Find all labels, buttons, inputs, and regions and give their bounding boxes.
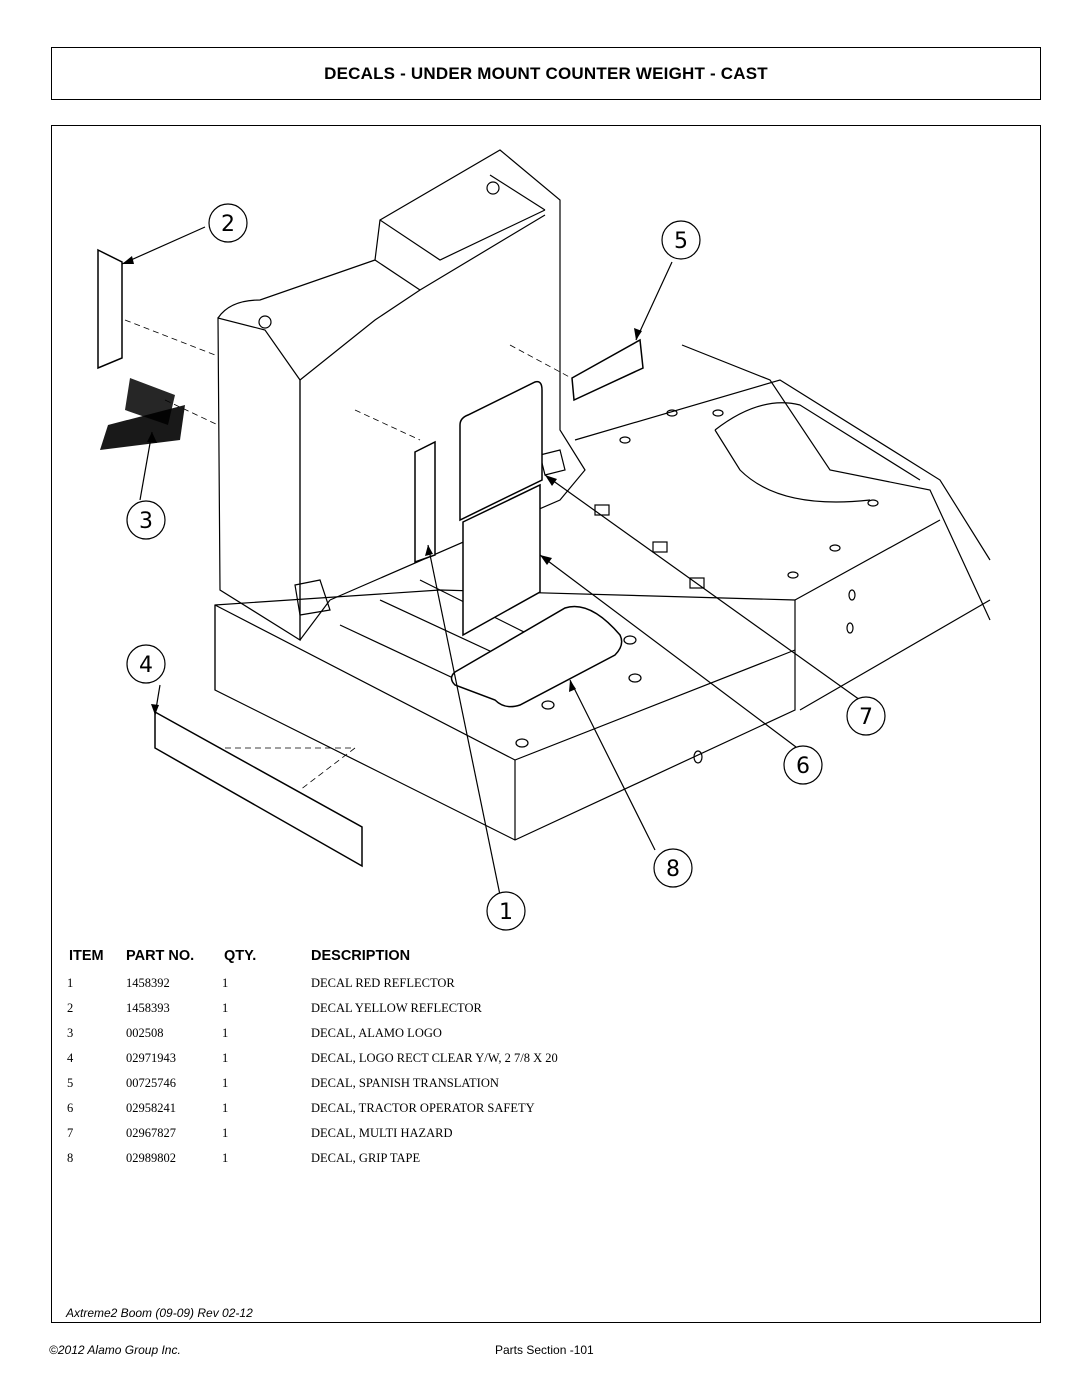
callout-1: 1 (499, 900, 513, 925)
copyright: ©2012 Alamo Group Inc. (49, 1343, 181, 1357)
row-qty: 1 (222, 1051, 229, 1065)
row-part-no: 1458393 (126, 1001, 170, 1015)
row-item: 6 (67, 1101, 74, 1115)
callout-6: 6 (796, 754, 810, 779)
row-description: DECAL, GRIP TAPE (311, 1151, 421, 1165)
row-description: DECAL YELLOW REFLECTOR (311, 1001, 482, 1015)
page-number: Parts Section -101 (495, 1343, 594, 1357)
callout-4: 4 (139, 653, 153, 678)
row-part-no: 1458392 (126, 976, 170, 990)
callout-5-circle (661, 220, 701, 260)
row-item: 5 (67, 1076, 74, 1090)
callout-5: 5 (674, 229, 688, 254)
row-description: DECAL, SPANISH TRANSLATION (311, 1076, 499, 1090)
row-part-no: 02971943 (126, 1051, 176, 1065)
row-qty: 1 (222, 1126, 229, 1140)
row-part-no: 02958241 (126, 1101, 176, 1115)
callout-3: 3 (139, 509, 153, 534)
col-header-part-no: PART NO. (126, 948, 195, 964)
parts-drawing: 1 2 3 4 5 6 7 8 (97, 149, 991, 931)
callout-7-circle (846, 696, 886, 736)
row-item: 3 (67, 1026, 74, 1040)
row-item: 2 (67, 1001, 74, 1015)
row-item: 4 (67, 1051, 74, 1065)
callout-6-circle (783, 745, 823, 785)
revision-note: Axtreme2 Boom (09-09) Rev 02-12 (66, 1306, 253, 1320)
row-item: 1 (67, 976, 74, 990)
row-qty: 1 (222, 976, 229, 990)
row-qty: 1 (222, 1101, 229, 1115)
row-qty: 1 (222, 1151, 229, 1165)
row-part-no: 02989802 (126, 1151, 176, 1165)
row-part-no: 02967827 (126, 1126, 176, 1140)
callout-8: 8 (666, 857, 680, 882)
row-item: 8 (67, 1151, 74, 1165)
drawing-frame (51, 125, 1041, 1323)
row-qty: 1 (222, 1026, 229, 1040)
title-box: DECALS - UNDER MOUNT COUNTER WEIGHT - CA… (51, 47, 1041, 100)
callout-1-circle (486, 891, 526, 931)
row-item: 7 (67, 1126, 74, 1140)
callout-8-circle (653, 848, 693, 888)
col-header-item: ITEM (69, 948, 104, 964)
row-description: DECAL, ALAMO LOGO (311, 1026, 442, 1040)
callout-2: 2 (221, 212, 235, 237)
row-description: DECAL, TRACTOR OPERATOR SAFETY (311, 1101, 535, 1115)
callout-3-circle (126, 500, 166, 540)
page-title: DECALS - UNDER MOUNT COUNTER WEIGHT - CA… (324, 63, 768, 83)
col-header-description: DESCRIPTION (311, 948, 411, 964)
row-description: DECAL, LOGO RECT CLEAR Y/W, 2 7/8 X 20 (311, 1051, 558, 1065)
row-part-no: 00725746 (126, 1076, 176, 1090)
row-description: DECAL, MULTI HAZARD (311, 1126, 453, 1140)
row-qty: 1 (222, 1001, 229, 1015)
callout-2-circle (208, 203, 248, 243)
callout-7: 7 (859, 705, 873, 730)
callout-4-circle (126, 644, 166, 684)
row-qty: 1 (222, 1076, 229, 1090)
row-part-no: 002508 (126, 1026, 164, 1040)
col-header-qty: QTY. (224, 948, 257, 964)
row-description: DECAL RED REFLECTOR (311, 976, 455, 990)
